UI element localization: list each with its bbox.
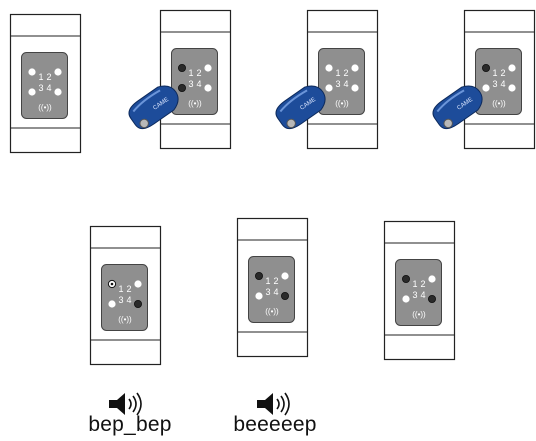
sound-label-1: bep_bep bbox=[88, 413, 172, 436]
led-3-off bbox=[325, 84, 333, 92]
led-4-off bbox=[54, 88, 62, 96]
key-label-1: 1 bbox=[492, 68, 497, 78]
led-3-on bbox=[177, 84, 186, 93]
key-label-1: 1 bbox=[38, 72, 43, 82]
key-label-3: 3 bbox=[412, 290, 417, 300]
key-label-3: 3 bbox=[335, 79, 340, 89]
rfid-symbol: ((•)) bbox=[38, 103, 52, 112]
key-label-4: 4 bbox=[273, 287, 278, 297]
key-label-3: 3 bbox=[118, 295, 123, 305]
led-2-off bbox=[281, 272, 289, 280]
key-fob-body bbox=[432, 85, 483, 130]
key-fob: CAME bbox=[432, 85, 483, 130]
led-4-on bbox=[134, 300, 143, 309]
key-fob: CAME bbox=[275, 85, 326, 130]
led-1-on bbox=[254, 272, 263, 281]
key-label-4: 4 bbox=[126, 295, 131, 305]
key-label-2: 2 bbox=[126, 284, 131, 294]
led-2-off bbox=[428, 275, 436, 283]
led-2-off bbox=[508, 64, 516, 72]
key-label-1: 1 bbox=[118, 284, 123, 294]
key-label-1: 1 bbox=[188, 68, 193, 78]
key-fob: CAME bbox=[128, 85, 179, 130]
key-label-2: 2 bbox=[273, 276, 278, 286]
led-4-off bbox=[204, 84, 212, 92]
led-4-on bbox=[428, 295, 437, 304]
key-label-4: 4 bbox=[420, 290, 425, 300]
key-label-1: 1 bbox=[335, 68, 340, 78]
speaker-icon bbox=[257, 391, 293, 417]
led-3-off bbox=[255, 292, 263, 300]
led-1-off bbox=[28, 68, 36, 76]
led-4-off bbox=[351, 84, 359, 92]
key-label-3: 3 bbox=[38, 83, 43, 93]
rfid-symbol: ((•)) bbox=[335, 99, 349, 108]
key-fob-body bbox=[275, 85, 326, 130]
key-label-2: 2 bbox=[343, 68, 348, 78]
key-label-3: 3 bbox=[265, 287, 270, 297]
led-4-off bbox=[508, 84, 516, 92]
rfid-symbol: ((•)) bbox=[492, 99, 506, 108]
sound-label-2: beeeeep bbox=[233, 413, 317, 436]
key-fob-ring bbox=[139, 118, 149, 129]
rfid-symbol: ((•)) bbox=[188, 99, 202, 108]
key-fob-ring bbox=[443, 118, 453, 129]
key-fob-highlight bbox=[436, 89, 465, 113]
key-label-1: 1 bbox=[412, 279, 417, 289]
led-2-off bbox=[54, 68, 62, 76]
led-1-on bbox=[177, 64, 186, 73]
led-2-off bbox=[351, 64, 359, 72]
led-1-on bbox=[401, 275, 410, 284]
led-3-off bbox=[482, 84, 490, 92]
led-3-off bbox=[402, 295, 410, 303]
key-label-2: 2 bbox=[196, 68, 201, 78]
key-label-1: 1 bbox=[265, 276, 270, 286]
led-3-off bbox=[28, 88, 36, 96]
key-label-4: 4 bbox=[46, 83, 51, 93]
led-1-on bbox=[481, 64, 490, 73]
led-4-on bbox=[281, 292, 290, 301]
led-2-off bbox=[204, 64, 212, 72]
rfid-symbol: ((•)) bbox=[412, 310, 426, 319]
led-3-off bbox=[108, 300, 116, 308]
key-label-4: 4 bbox=[500, 79, 505, 89]
key-fob-highlight bbox=[279, 89, 308, 113]
key-fob-body bbox=[128, 85, 179, 130]
speaker-icon bbox=[109, 391, 145, 417]
rfid-symbol: ((•)) bbox=[265, 307, 279, 316]
key-label-2: 2 bbox=[420, 279, 425, 289]
key-label-3: 3 bbox=[492, 79, 497, 89]
led-1-off bbox=[325, 64, 333, 72]
led-1-blink-dot bbox=[110, 282, 114, 286]
key-label-4: 4 bbox=[343, 79, 348, 89]
key-label-2: 2 bbox=[500, 68, 505, 78]
key-fob-ring bbox=[286, 118, 296, 129]
led-2-off bbox=[134, 280, 142, 288]
key-fob-highlight bbox=[132, 89, 161, 113]
key-label-3: 3 bbox=[188, 79, 193, 89]
rfid-symbol: ((•)) bbox=[118, 315, 132, 324]
key-label-4: 4 bbox=[196, 79, 201, 89]
key-label-2: 2 bbox=[46, 72, 51, 82]
